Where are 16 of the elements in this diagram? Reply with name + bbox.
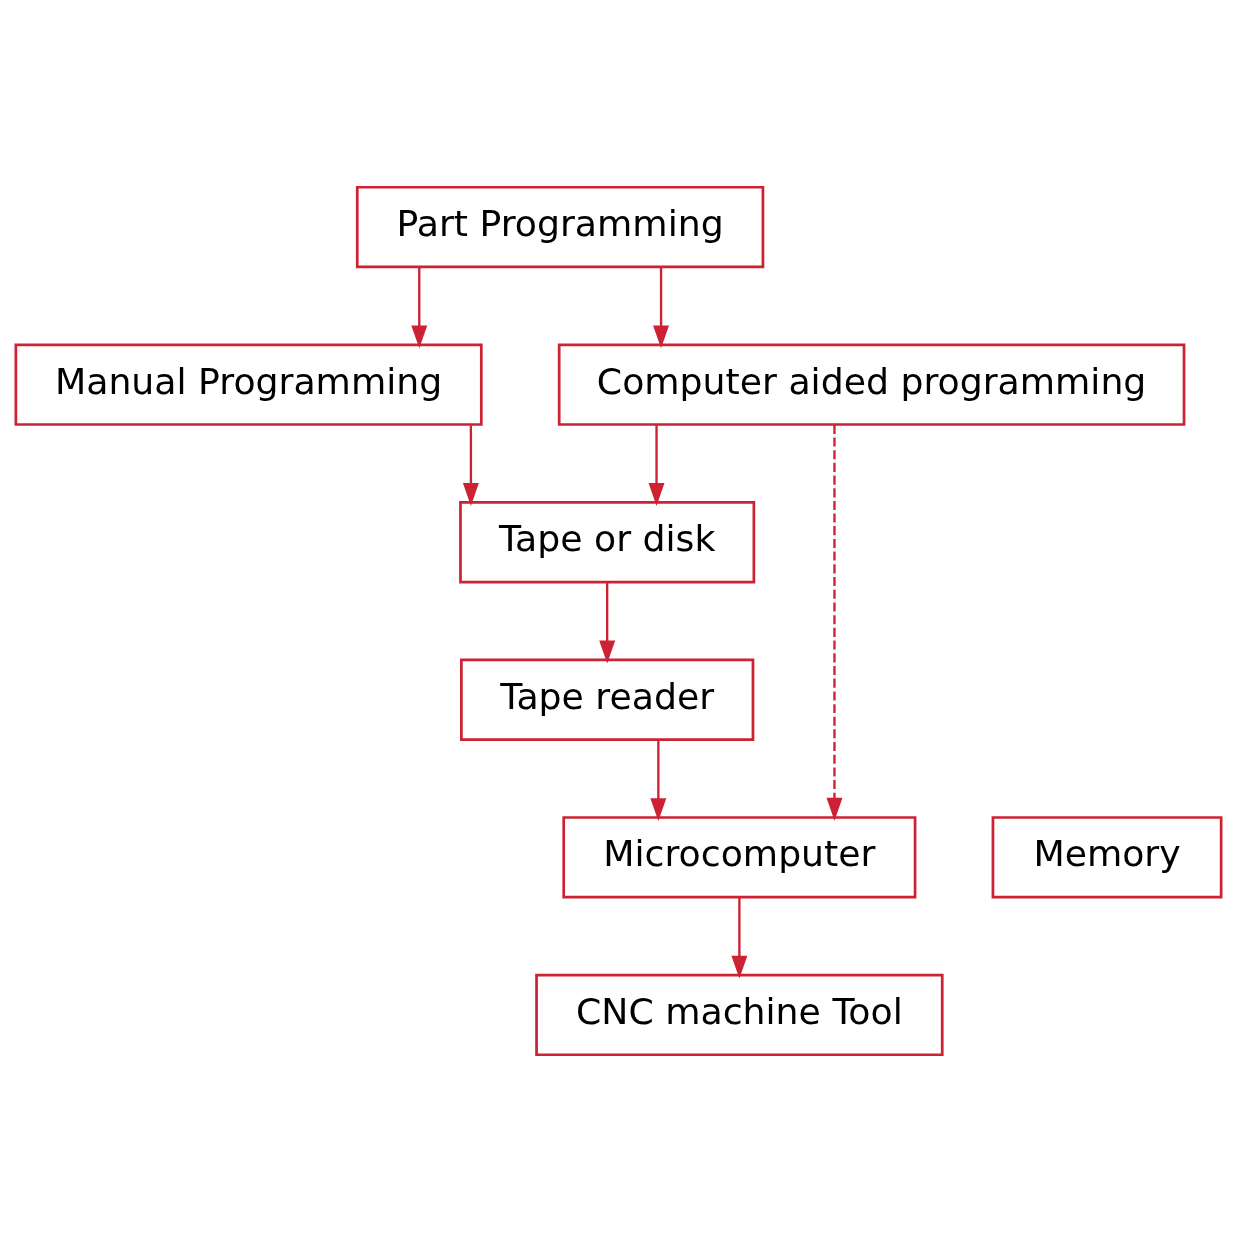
arrow (650, 740, 667, 821)
node-box: CNC machine Tool (535, 973, 944, 1057)
node-box: Microcomputer (562, 816, 917, 899)
arrow (462, 425, 479, 506)
arrow (411, 267, 428, 349)
arrow (599, 582, 616, 664)
arrow (648, 425, 665, 506)
arrow (826, 424, 843, 821)
arrow (731, 897, 748, 979)
node-box: Memory (991, 816, 1223, 899)
node-box: Tape or disk (459, 501, 756, 584)
node-box: Manual Programming (14, 343, 483, 426)
node-box: Part Programming (355, 185, 765, 269)
arrow (653, 267, 670, 349)
node-box: Computer aided programming (557, 343, 1186, 426)
node-box: Tape reader (460, 658, 755, 741)
